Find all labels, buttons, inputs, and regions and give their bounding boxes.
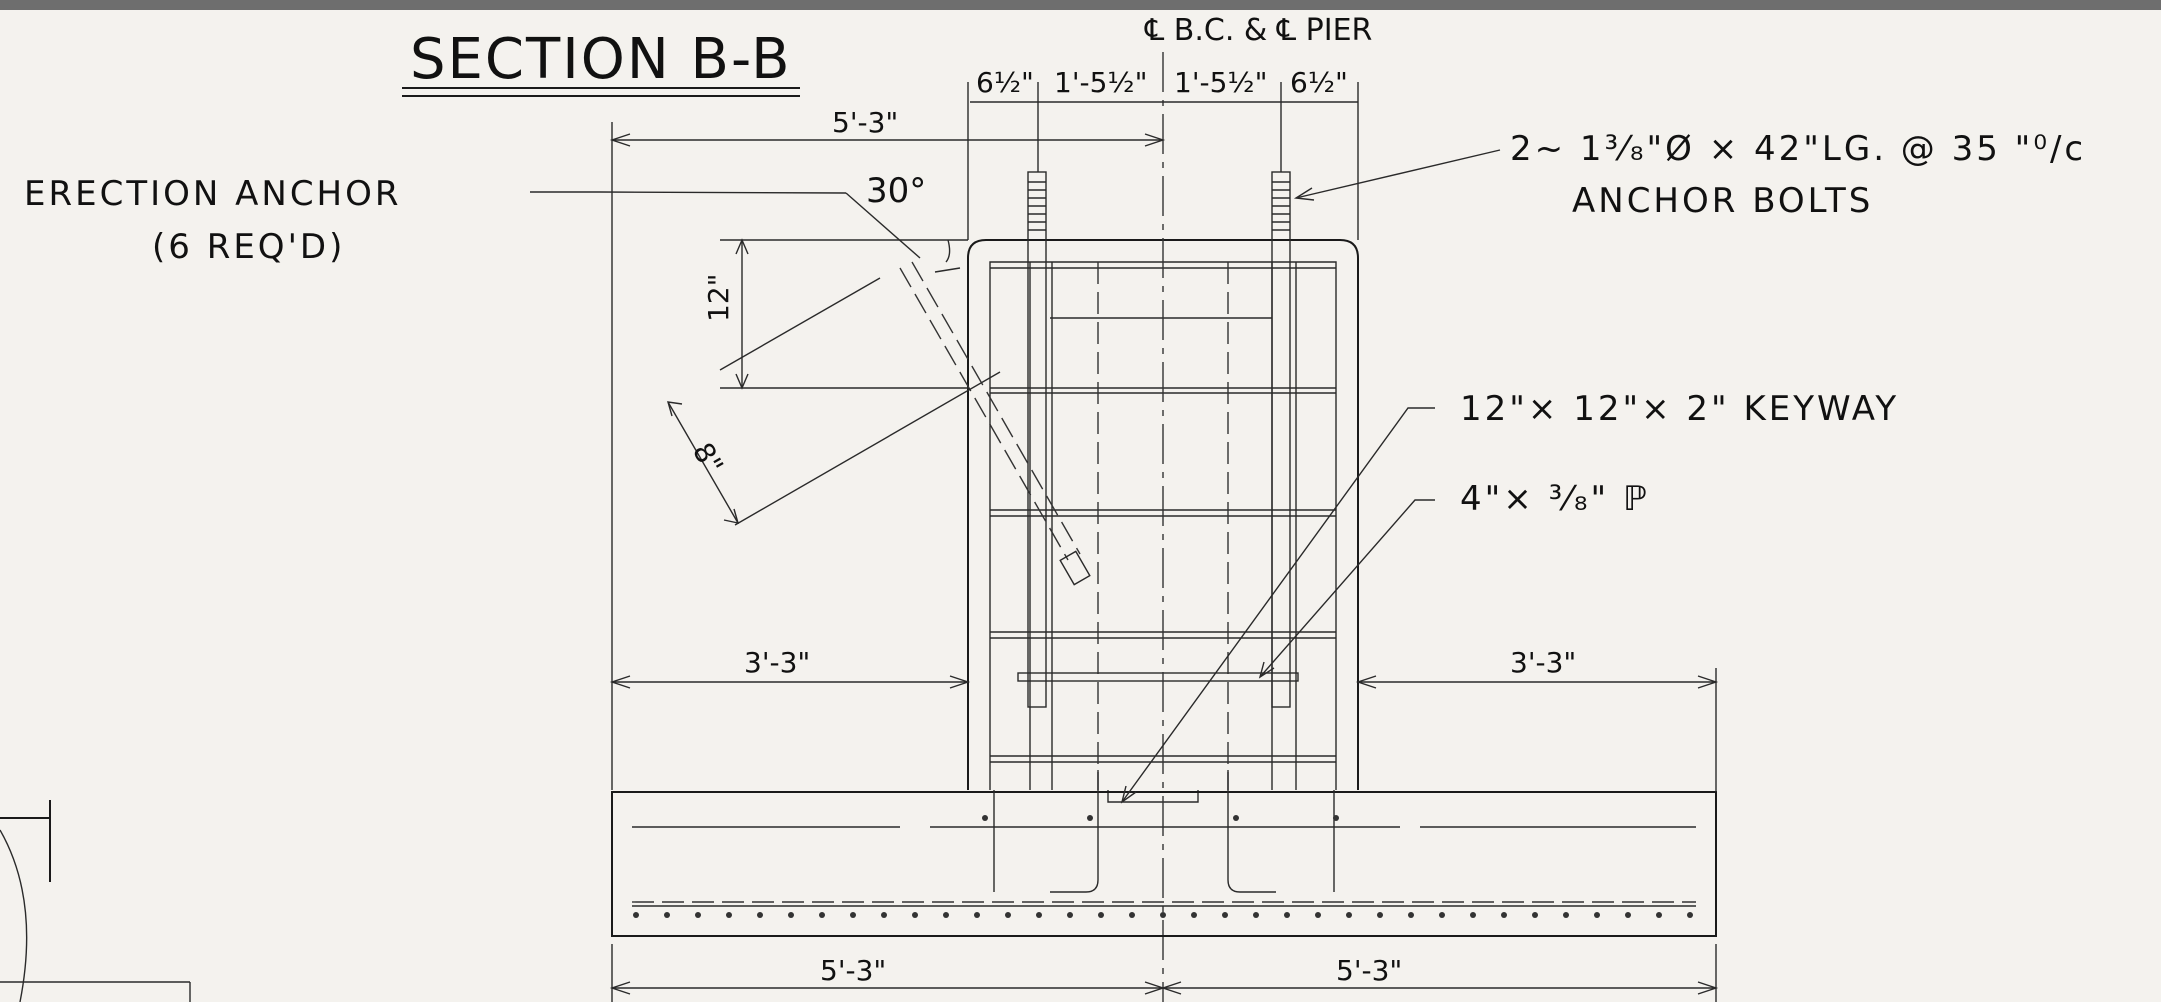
dim-bottom-left: 5'-3" [820, 954, 886, 987]
footing-outline [611, 791, 1717, 937]
dim-12-arrow-bottom [735, 373, 749, 390]
plate-label: 4"× ³⁄₈" ℙ [1460, 479, 1650, 519]
keyway-label: 12"× 12"× 2" KEYWAY [1460, 389, 1899, 429]
dim-bottom-right: 5'-3" [1336, 954, 1402, 987]
bottom-arrow-1 [609, 981, 631, 995]
dim-12-arrow-top [735, 238, 749, 255]
steel-plate [1017, 672, 1299, 682]
anchor-bolt-leader [1295, 149, 1501, 199]
dim-left-overhang: 3'-3" [744, 646, 810, 679]
upper-width-arrow-right [1144, 133, 1166, 147]
upper-width-arrow-left [609, 133, 631, 147]
erection-anchor-line-2 [911, 261, 1081, 555]
plate-leader [1259, 499, 1435, 678]
anchor-bolt-left [1027, 171, 1047, 708]
erection-anchor-qty: (6 REQ'D) [152, 227, 345, 267]
erection-anchor-extension [845, 192, 921, 259]
bottom-arrow-3 [1160, 981, 1182, 995]
dim-top-left: 6½" [976, 66, 1034, 99]
dim-8-ext-2 [734, 371, 1001, 526]
dim-right-overhang: 3'-3" [1510, 646, 1576, 679]
erection-anchor-line-1 [899, 267, 1069, 561]
right-overhang-arrow-right [1697, 675, 1719, 689]
left-overhang-arrow-right [949, 675, 971, 689]
section-title: SECTION B-B [410, 27, 792, 92]
keyway [1107, 790, 1199, 803]
dim-8-line [667, 401, 739, 524]
erection-anchor-label: ERECTION ANCHOR [24, 174, 402, 214]
dim-top-mid-left: 1'-5½" [1054, 66, 1147, 99]
left-overhang-arrow-left [609, 675, 631, 689]
dim-vertical-12: 12" [702, 273, 735, 322]
bottom-arrow-4 [1697, 981, 1719, 995]
centerline-label: ℄ B.C. & ℄ PIER [1144, 13, 1372, 48]
dim-8-ext-1 [719, 277, 881, 371]
anchor-bolt-leader-arrow [1293, 187, 1315, 201]
scan-top-border [0, 0, 2161, 10]
left-detail-arc [0, 829, 28, 1002]
plate-leader-arrow [1258, 661, 1275, 679]
erection-anchor-end [1059, 550, 1091, 586]
right-overhang-arrow-left [1355, 675, 1377, 689]
angle-arc [945, 239, 951, 263]
hooked-bar-left [1050, 770, 1099, 893]
anchor-bolt-right [1271, 171, 1291, 708]
anchor-bolt-spec-label: 2~ 1³⁄₈"Ø × 42"LG. @ 35 "⁰/c [1510, 129, 2086, 169]
dim-8-arrow-2 [723, 508, 739, 524]
dim-upper-width: 5'-3" [832, 106, 898, 139]
footing-rebar-dots [633, 815, 1693, 918]
dim-top-mid-right: 1'-5½" [1174, 66, 1267, 99]
dim-8-arrow-1 [667, 401, 683, 417]
erection-anchor-leader-2 [599, 191, 847, 194]
dim-top-right: 6½" [1290, 66, 1348, 99]
hooked-bar-right [1227, 770, 1276, 893]
keyway-leader-arrow [1120, 785, 1137, 804]
keyway-leader [1121, 407, 1435, 803]
erection-anchor-ext-2 [934, 267, 961, 273]
dim-angle: 30° [866, 171, 926, 211]
anchor-bolt-label: ANCHOR BOLTS [1572, 181, 1873, 221]
